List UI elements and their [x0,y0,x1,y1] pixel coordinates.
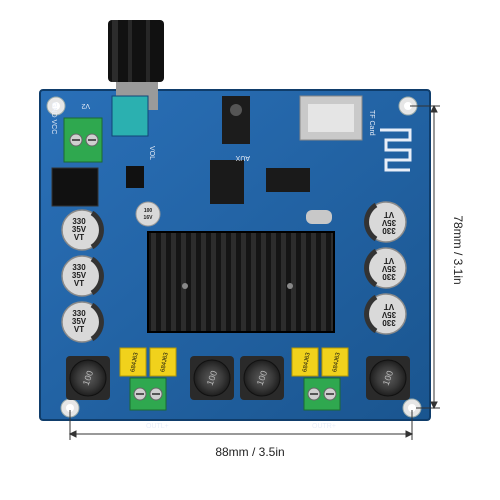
silk-vol: VOL [148,146,155,160]
cap-label: 330 [382,272,396,281]
cap-label: 330 [72,263,86,272]
cap-label: 35V [381,218,396,227]
cap-label: 35V [72,225,87,234]
dimension-lines [68,104,440,440]
film-cap-label: 684J63 [302,351,311,372]
cap-label: 35V [381,264,396,273]
cap-label: VT [74,233,84,242]
cap-label: 35V [72,271,87,280]
cap-label: 330 [382,318,396,327]
dc-jack [51,167,99,207]
chip-ic-2 [266,168,310,192]
inductor-label: 100 [255,369,270,387]
film-caps: 684J63 684J63 684J63 684J63 [119,347,349,377]
small-capacitor: 100 16V [135,201,161,227]
inductor: 100 [190,356,234,400]
film-cap: 684J63 [119,347,147,377]
width-dimension-label: 88mm / 3.5in [215,445,285,459]
inductor-label: 100 [205,369,220,387]
electrolytic-caps: 33035VVT33035VVT33035VVT33035VVT33035VVT… [61,201,407,343]
inductors: 100 100 100 100 [66,356,410,400]
volume-knob [108,20,164,137]
heatsink [147,231,335,333]
inductor-label: 100 [81,369,96,387]
silk-outr: OUTR+ [312,423,336,430]
chip-ic-1 [210,160,244,204]
film-cap: 684J63 [291,347,319,377]
bluetooth-antenna [380,128,412,172]
film-cap: 684J63 [149,347,177,377]
silk-v2: V2 [81,102,90,109]
speaker-terminal-right [303,377,341,411]
cap-label: 35V [72,317,87,326]
inductor: 100 [366,356,410,400]
mounting-holes [46,96,422,418]
power-terminal [63,117,103,163]
cap-label: VT [384,302,394,311]
film-cap-label: 684J63 [130,351,139,372]
cap-label: VT [384,256,394,265]
cap-label: 330 [72,309,86,318]
inductor: 100 [66,356,110,400]
silk-gnd-vcc: GND VCC [50,102,57,134]
film-cap: 684J63 [321,347,349,377]
chip-smd-diode [126,166,144,188]
small-cap-value: 100 [144,208,153,214]
inductor: 100 [240,356,284,400]
tf-card-slot [299,95,363,141]
film-cap-label: 684J63 [332,351,341,372]
speaker-terminal-left [129,377,167,411]
cap-label: VT [74,279,84,288]
inductor-label: 100 [381,369,396,387]
silk-aux: AUX [235,154,250,161]
crystal [306,210,332,224]
height-dimension-label: 78mm / 3.1in [451,215,465,285]
silk-outl: OUTL+ [146,423,169,430]
silk-tf-card: TF Card [368,110,375,136]
cap-label: VT [384,210,394,219]
cap-label: 35V [381,310,396,319]
cap-label: 330 [382,226,396,235]
cap-label: VT [74,325,84,334]
small-cap-voltage: 16V [144,215,154,221]
cap-label: 330 [72,217,86,226]
aux-jack [222,96,250,144]
film-cap-label: 684J63 [160,351,169,372]
